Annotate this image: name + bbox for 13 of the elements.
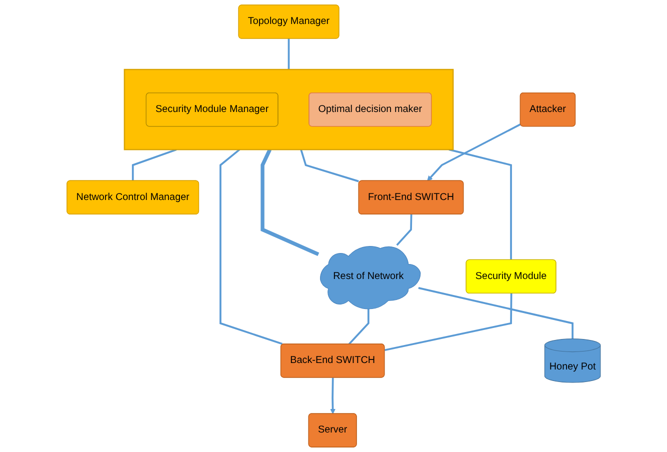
connector [132, 148, 177, 181]
connector [418, 287, 574, 339]
connector [219, 148, 282, 345]
connector [384, 294, 512, 352]
arrow [426, 123, 521, 182]
arrow [330, 378, 336, 414]
connector [288, 38, 290, 70]
connector [448, 148, 512, 260]
connector [300, 149, 359, 182]
connector [260, 148, 319, 256]
connector [396, 214, 412, 246]
connector [348, 308, 370, 345]
cluster [124, 68, 454, 150]
